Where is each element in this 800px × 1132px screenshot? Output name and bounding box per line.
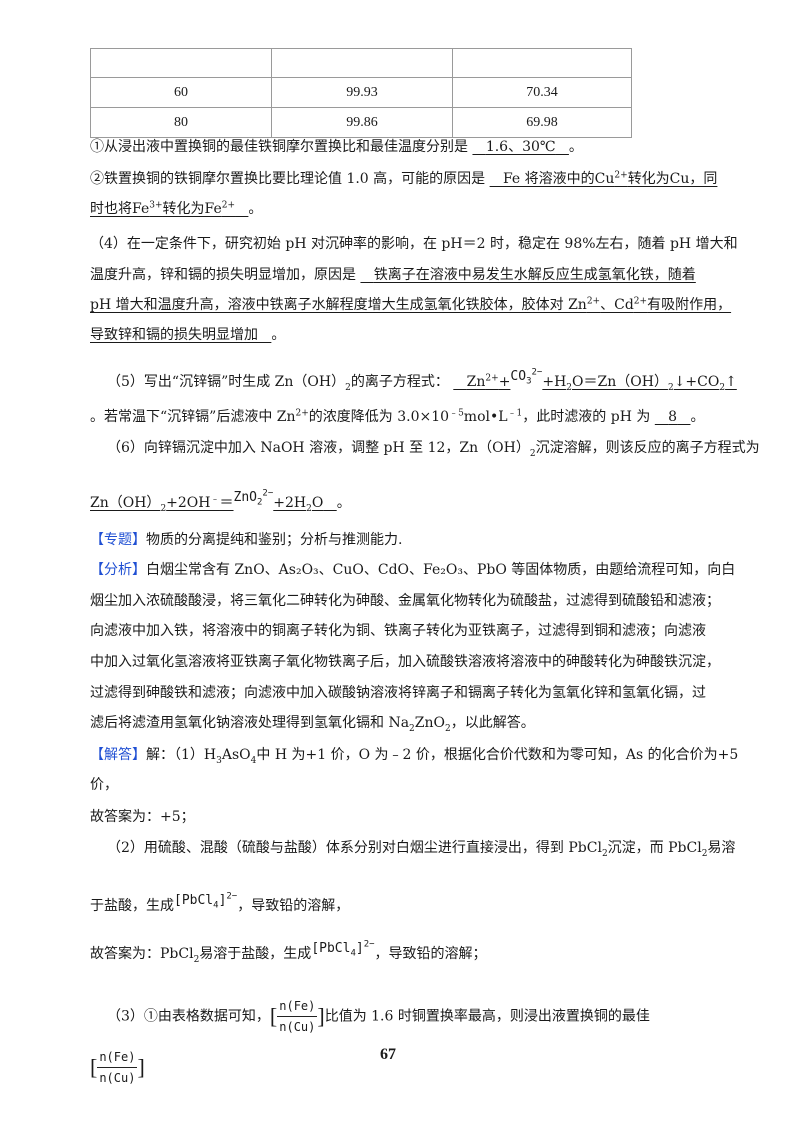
q4-line1: （4）在一定条件下，研究初始 pH 对沉砷率的影响，在 pH＝2 时，稳定在 9… xyxy=(90,236,738,252)
analysis-line2: 烟尘加入浓硫酸酸浸，将三氧化二砷转化为砷酸、金属氧化物转化为硫酸盐，过滤得到硫酸… xyxy=(90,593,720,609)
answer-line4: （2）用硫酸、混酸（硫酸与盐酸）体系分别对白烟尘进行直接浸出，得到 PbCl2沉… xyxy=(107,840,736,859)
answer-line2: 价， xyxy=(90,777,118,793)
text: ②铁置换铜的铁铜摩尔置换比要比理论值 1.0 高，可能的原因是 xyxy=(90,171,486,187)
table-cell: 99.86 xyxy=(271,107,453,138)
fraction: n(Fe)n(Cu) xyxy=(97,1047,138,1088)
q6-line1: （6）向锌镉沉淀中加入 NaOH 溶液，调整 pH 至 12，Zn（OH）2沉淀… xyxy=(107,440,760,459)
answer-blank: 1.6、30℃ xyxy=(485,139,556,155)
answer-blank: 铁离子在溶液中易发生水解反应生成氢氧化铁，随着 xyxy=(373,267,696,283)
answer-line6: 故答案为：PbCl2易溶于盐酸，生成[PbCl4]2−，导致铅的溶解； xyxy=(90,939,487,965)
table-cell xyxy=(452,48,632,78)
table-row: 80 99.86 69.98 xyxy=(90,107,632,138)
table-cell: 69.98 xyxy=(452,107,632,138)
q5-line1: （5）写出“沉锌镉”时生成 Zn（OH）2的离子方程式： Zn2++CO32−+… xyxy=(107,367,737,393)
table-row xyxy=(90,48,632,78)
topic-tag: 【专题】 xyxy=(90,532,146,548)
analysis-line3: 向滤液中加入铁，将溶液中的铜离子转化为铜、铁离子转化为亚铁离子，过滤得到铜和滤液… xyxy=(90,623,706,639)
q3-line2: ②铁置换铜的铁铜摩尔置换比要比理论值 1.0 高，可能的原因是 Fe 将溶液中的… xyxy=(90,169,717,189)
answer-line1: 【解答】解：（1）H3AsO4中 H 为+1 价，O 为﹣2 价，根据化合价代数… xyxy=(90,747,739,766)
table-cell xyxy=(90,48,272,78)
analysis-line5: 过滤得到砷酸铁和滤液；向滤液中加入碳酸钠溶液将锌离子和镉离子转化为氢氧化锌和氢氧… xyxy=(90,685,706,701)
table-cell: 70.34 xyxy=(452,77,632,108)
answer-line3: 故答案为：+5； xyxy=(90,809,195,825)
q3-line1: ①从浸出液中置换铜的最佳铁铜摩尔置换比和最佳温度分别是 1.6、30℃ 。 xyxy=(90,139,583,155)
complex-ion: [PbCl4]2− xyxy=(174,891,238,911)
table-cell: 80 xyxy=(90,107,272,138)
q4-line4: 导致锌和镉的损失明显增加 。 xyxy=(90,327,286,343)
q5-line2: 。若常温下“沉锌镉”后滤液中 Zn2+的浓度降低为 3.0×10﹣5mol•L﹣… xyxy=(90,408,705,425)
complex-ion: [PbCl4]2− xyxy=(311,939,375,959)
fraction: n(Fe)n(Cu) xyxy=(277,996,318,1037)
page-number: 67 xyxy=(380,1046,396,1063)
answer-blank: Zn2++CO32−+H2O＝Zn（OH）2↓+CO2↑ xyxy=(466,367,737,393)
table-cell xyxy=(271,48,453,78)
answer-blank: Fe 将溶液中的Cu2+转化为Cu，同 xyxy=(502,170,718,187)
answer-line7: （3）①由表格数据可知，[n(Fe)n(Cu)]比值为 1.6 时铜置换率最高，… xyxy=(107,996,650,1037)
answer-blank: 时也将Fe3+转化为Fe2+ xyxy=(90,200,236,217)
answer-blank: pH 增大和温度升高，溶液中铁离子水解程度增大生成氢氧化铁胶体，胶体对 Zn2+… xyxy=(90,296,732,313)
q6-line2: Zn（OH）2+2OH﹣＝ZnO22−+2H2O 。 xyxy=(90,488,351,514)
analysis-line1: 【分析】白烟尘常含有 ZnO、As₂O₃、CuO、CdO、Fe₂O₃、PbO 等… xyxy=(90,562,736,578)
answer-blank: 8 xyxy=(668,409,678,425)
table-row: 60 99.93 70.34 xyxy=(90,77,632,108)
analysis-line4: 中加入过氧化氢溶液将亚铁离子氧化物铁离子后，加入硫酸铁溶液将溶液中的砷酸转化为砷… xyxy=(90,654,720,670)
text: ①从浸出液中置换铜的最佳铁铜摩尔置换比和最佳温度分别是 xyxy=(90,139,468,155)
data-table: 60 99.93 70.34 80 99.86 69.98 xyxy=(90,48,632,138)
analysis-line6: 滤后将滤渣用氢氧化钠溶液处理得到氢氧化镉和 Na2ZnO2，以此解答。 xyxy=(90,715,535,734)
answer-tag: 【解答】 xyxy=(90,747,146,763)
q4-line3: pH 增大和温度升高，溶液中铁离子水解程度增大生成氢氧化铁胶体，胶体对 Zn2+… xyxy=(90,295,731,315)
answer-blank: 导致锌和镉的损失明显增加 xyxy=(90,327,258,343)
answer-line8: [n(Fe)n(Cu)] xyxy=(90,1047,145,1088)
q4-line2: 温度升高，锌和镉的损失明显增加，原因是 铁离子在溶液中易发生水解反应生成氢氧化铁… xyxy=(90,267,696,283)
table-cell: 60 xyxy=(90,77,272,108)
q3-line3: 时也将Fe3+转化为Fe2+ 。 xyxy=(90,200,263,217)
topic-line: 【专题】物质的分离提纯和鉴别；分析与推测能力. xyxy=(90,532,403,548)
answer-blank: Zn（OH）2+2OH﹣＝ZnO22−+2H2O xyxy=(90,488,324,514)
answer-line5: 于盐酸，生成[PbCl4]2−，导致铅的溶解， xyxy=(90,891,350,914)
analysis-tag: 【分析】 xyxy=(90,562,146,578)
table-cell: 99.93 xyxy=(271,77,453,108)
